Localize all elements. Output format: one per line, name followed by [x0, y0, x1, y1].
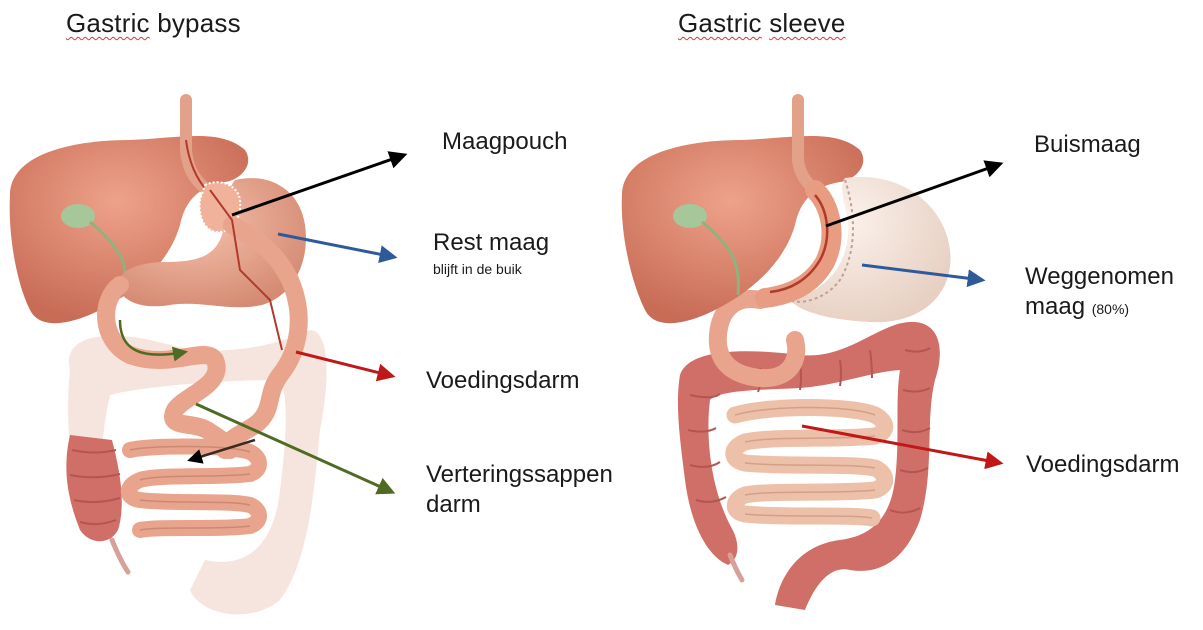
label-weggenomen-line1: Weggenomen — [1025, 262, 1174, 292]
label-weggenomen-maag: Weggenomen maag (80%) — [1025, 262, 1174, 324]
label-rest-maag-main: Rest maag — [433, 229, 549, 256]
label-voedingsdarm-right: Voedingsdarm — [1026, 450, 1179, 480]
label-rest-maag-sub: blijft in de buik — [433, 260, 549, 278]
label-verteringssappen-line1: Verteringssappen — [426, 460, 613, 490]
sleeve-small-intestine — [734, 408, 885, 519]
sleeve-gallbladder — [673, 204, 707, 228]
label-weggenomen-pct: (80%) — [1092, 301, 1129, 317]
label-verteringssappen-darm: Verteringssappen darm — [426, 460, 613, 520]
label-voedingsdarm-left: Voedingsdarm — [426, 366, 579, 396]
bypass-figure — [10, 100, 327, 614]
sleeve-figure — [622, 100, 951, 610]
label-maagpouch: Maagpouch — [442, 127, 567, 157]
label-buismaag: Buismaag — [1034, 130, 1141, 160]
bypass-gallbladder — [61, 204, 95, 228]
label-verteringssappen-line2: darm — [426, 490, 613, 520]
label-weggenomen-line2: maag (80%) — [1025, 292, 1174, 324]
label-weggenomen-maag-word: maag — [1025, 293, 1085, 320]
label-rest-maag: Rest maag blijft in de buik — [433, 228, 549, 278]
